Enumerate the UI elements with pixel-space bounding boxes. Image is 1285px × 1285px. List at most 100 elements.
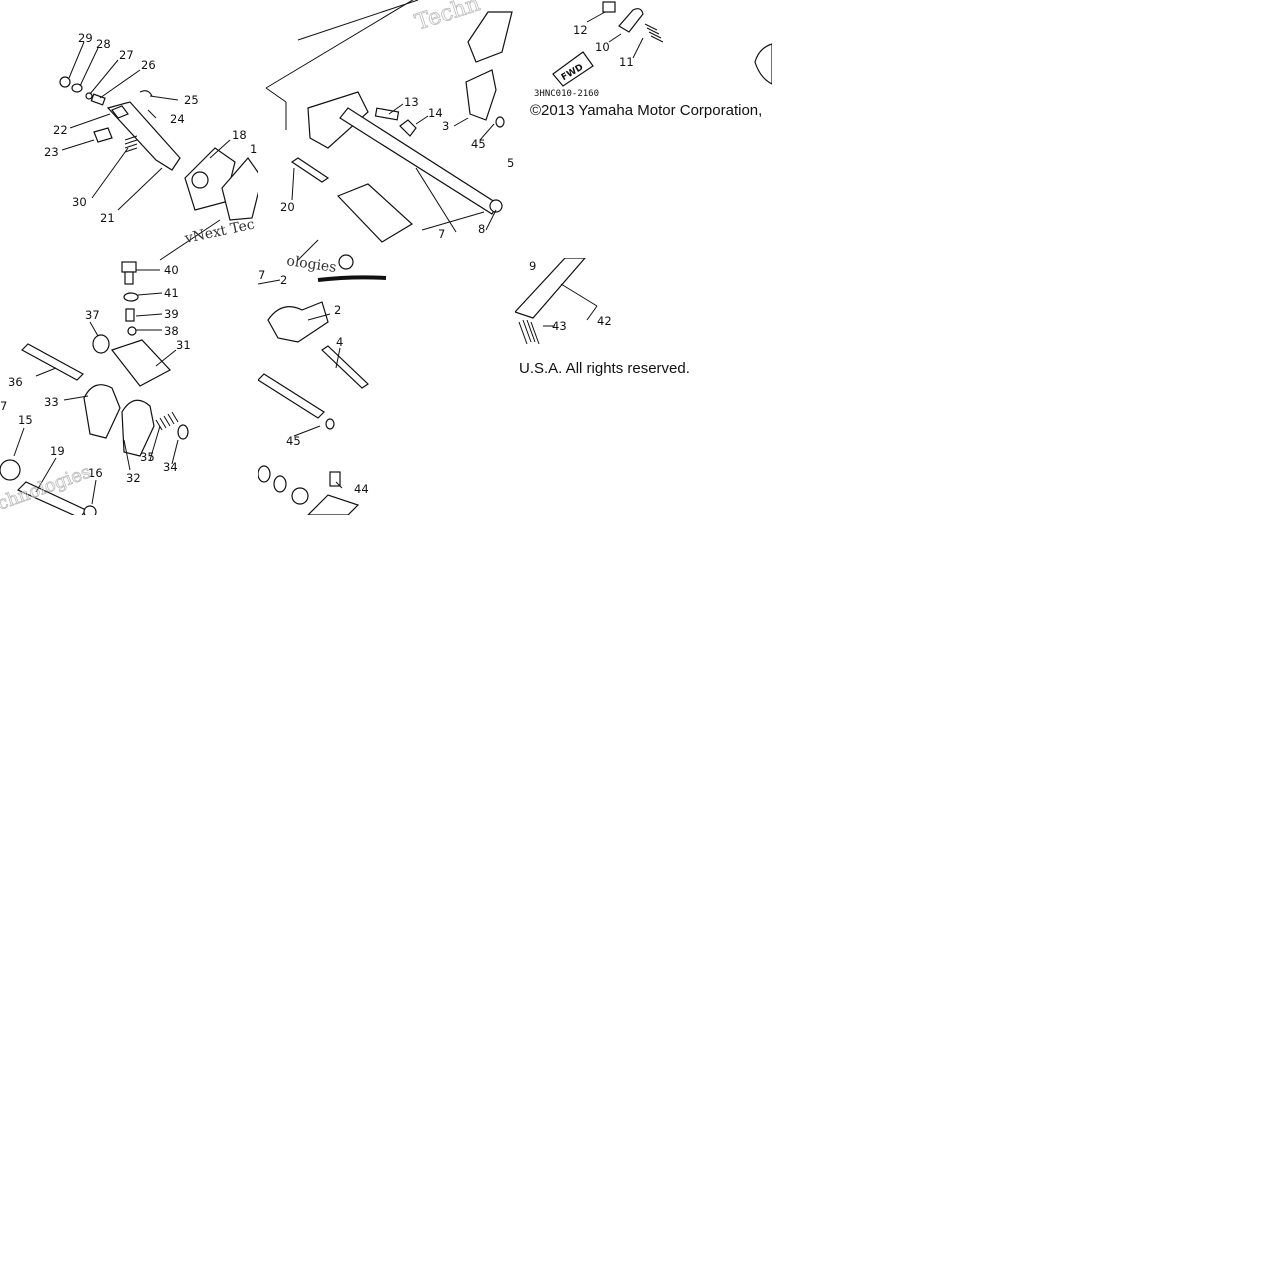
callout-30: 30 (72, 195, 87, 209)
watermark-techn: Techn (412, 0, 483, 36)
callout-16: 16 (88, 466, 103, 480)
part-plate-bottom (307, 494, 360, 515)
callout-26: 26 (141, 58, 156, 72)
part-spring-11 (644, 23, 664, 43)
part-shaft-end (489, 199, 503, 213)
callout-17: 17 (250, 142, 258, 156)
callout-19: 19 (50, 444, 65, 458)
watermark-ologies: ologies (285, 253, 337, 276)
frame-line-top (265, 0, 414, 89)
callout-3: 3 (442, 119, 449, 133)
left-parts-drawing: 29 28 27 26 25 24 22 23 30 21 18 17 40 4… (0, 31, 258, 515)
callout-34: 34 (163, 460, 178, 474)
callout-4: 4 (336, 335, 343, 349)
part-shift-arm (106, 101, 181, 171)
callout-27: 27 (119, 48, 134, 62)
diagram-tile-left: 29 28 27 26 25 24 22 23 30 21 18 17 40 4… (0, 0, 258, 515)
diagram-tile-right-top: FWD 12 10 11 (515, 0, 772, 258)
callout-35: 35 (140, 450, 155, 464)
part-clip-45 (495, 116, 505, 128)
callout-45-bottom: 45 (286, 434, 301, 448)
part-pedal-edge (754, 43, 772, 85)
part-spring-35 (155, 411, 179, 431)
part-bearing-bottom (291, 487, 309, 505)
part-fork-top (467, 11, 513, 63)
part-drum-bearing (338, 254, 354, 270)
leader-lines-left (13, 41, 231, 505)
callout-43: 43 (552, 319, 567, 333)
callout-2-lower: 2 (334, 303, 341, 317)
part-washer-14 (399, 119, 417, 137)
part-washer-bottom2 (273, 475, 287, 493)
callout-8: 8 (478, 222, 485, 236)
part-nut (59, 76, 71, 88)
callout-40: 40 (164, 263, 179, 277)
part-ball-38 (127, 326, 137, 336)
callout-7-edge: 7 (258, 268, 265, 282)
callout-38: 38 (164, 324, 179, 338)
part-seal-37 (92, 334, 110, 354)
callout-22: 22 (53, 123, 68, 137)
callout-7-left: 7 (0, 399, 7, 413)
part-stroke-mark (317, 275, 387, 282)
part-spring-30 (124, 135, 138, 153)
leader-lines-middle (258, 103, 497, 489)
callout-36: 36 (8, 375, 23, 389)
frame-line-inner (297, 0, 419, 41)
part-washer-34 (177, 424, 189, 440)
callout-28: 28 (96, 37, 111, 51)
right-top-parts-drawing: FWD 12 10 11 (552, 1, 772, 87)
part-pedal-arm (515, 258, 586, 319)
callout-29: 29 (78, 31, 93, 45)
callout-45-top: 45 (471, 137, 486, 151)
part-clip-16 (83, 505, 97, 515)
leader-42 (560, 283, 598, 321)
part-clip-45b (325, 418, 335, 430)
callout-18: 18 (232, 128, 247, 142)
callout-14: 14 (428, 106, 443, 120)
callout-32: 32 (126, 471, 141, 485)
part-washer (71, 83, 83, 93)
diagram-part-code: 3HNC010-2160 (534, 89, 600, 99)
callout-42: 42 (597, 314, 612, 328)
part-pin (85, 92, 93, 100)
diagram-tile-middle: 13 14 3 45 5 20 7 8 2 2 4 45 44 7 Techn … (258, 0, 515, 515)
callout-12: 12 (573, 23, 588, 37)
fwd-arrow-plate (552, 51, 594, 87)
callout-2-upper: 2 (280, 273, 287, 287)
callout-33: 33 (44, 395, 59, 409)
callout-41: 41 (164, 286, 179, 300)
callout-11: 11 (619, 55, 634, 69)
frame-line-corner (265, 87, 287, 103)
part-drum-31 (111, 339, 171, 387)
callout-44: 44 (354, 482, 369, 496)
part-washer-bottom (258, 465, 271, 483)
part-gear-15 (0, 459, 21, 481)
callout-25: 25 (184, 93, 199, 107)
part-shift-lever (307, 91, 369, 149)
right-bottom-parts-drawing: 9 43 42 (515, 258, 612, 345)
callout-20: 20 (280, 200, 295, 214)
part-fork-3 (465, 69, 497, 121)
diagram-tile-right-bottom: 9 43 42 (515, 258, 772, 515)
callout-13: 13 (404, 95, 419, 109)
part-shift-drum (336, 183, 414, 243)
callout-37: 37 (85, 308, 100, 322)
part-spring-39 (125, 308, 135, 322)
part-plate-hole (191, 171, 209, 189)
callout-23: 23 (44, 145, 59, 159)
callout-24: 24 (170, 112, 185, 126)
rights-text: U.S.A. All rights reserved. (519, 360, 690, 377)
leader-lines-right-top (586, 11, 644, 59)
part-bolt-40 (121, 261, 137, 273)
part-collar (111, 105, 129, 119)
callout-39: 39 (164, 307, 179, 321)
copyright-text: ©2013 Yamaha Motor Corporation, (530, 102, 763, 119)
callout-9: 9 (529, 259, 536, 273)
callout-7-mid: 7 (438, 227, 445, 241)
part-shaft-36 (21, 343, 84, 381)
callout-21: 21 (100, 211, 115, 225)
part-clip (139, 90, 153, 97)
middle-parts-drawing: 13 14 3 45 5 20 7 8 2 2 4 45 44 7 Techn … (258, 0, 514, 515)
callout-15: 15 (18, 413, 33, 427)
